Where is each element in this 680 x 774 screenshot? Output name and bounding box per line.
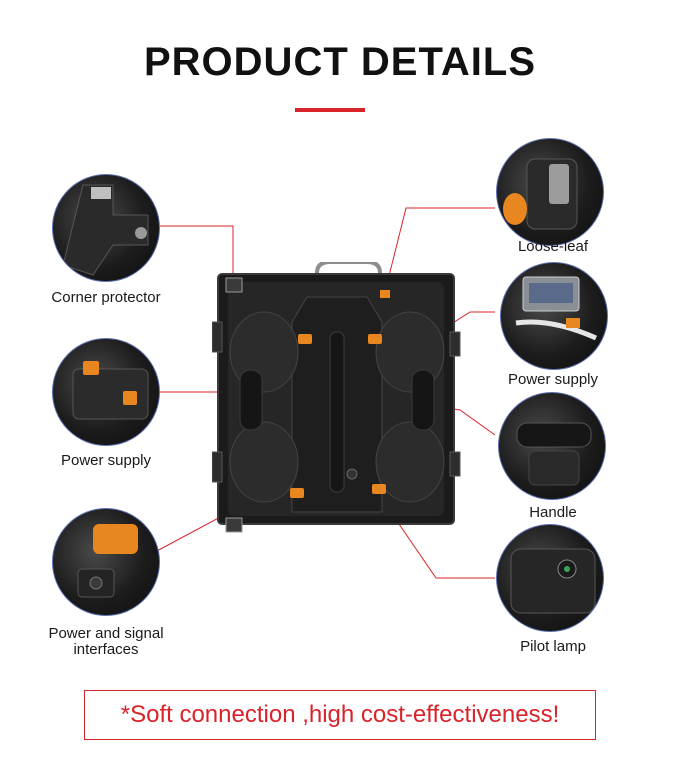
corner-protector-photo [52,174,160,282]
led-cabinet-image [211,260,462,547]
label-pilot-lamp: Pilot lamp [520,638,586,655]
pilot-lamp-photo [496,524,604,632]
label-power-supply-right: Power supply [507,371,599,388]
line-loose-leaf [383,207,495,297]
title-underline [295,108,365,112]
footer-banner: *Soft connection ,high cost-effectivenes… [84,690,596,740]
power-supply-photo-left [52,338,160,446]
power-supply-photo-right [500,262,608,370]
label-power-supply-left: Power supply [60,452,152,469]
power-signal-photo [52,508,160,616]
label-corner-protector: Corner protector [51,289,161,306]
footer-text: *Soft connection ,high cost-effectivenes… [120,701,560,728]
label-power-signal-line1: Power and signal [48,625,164,642]
handle-photo [498,392,606,500]
page-title: PRODUCT DETAILS [143,40,537,84]
loose-leaf-photo [496,138,604,246]
label-power-signal-line2: interfaces [73,641,139,658]
line-corner-protector [155,225,234,282]
label-handle: Handle [529,504,577,521]
label-loose-leaf: Loose-leaf [517,238,589,255]
